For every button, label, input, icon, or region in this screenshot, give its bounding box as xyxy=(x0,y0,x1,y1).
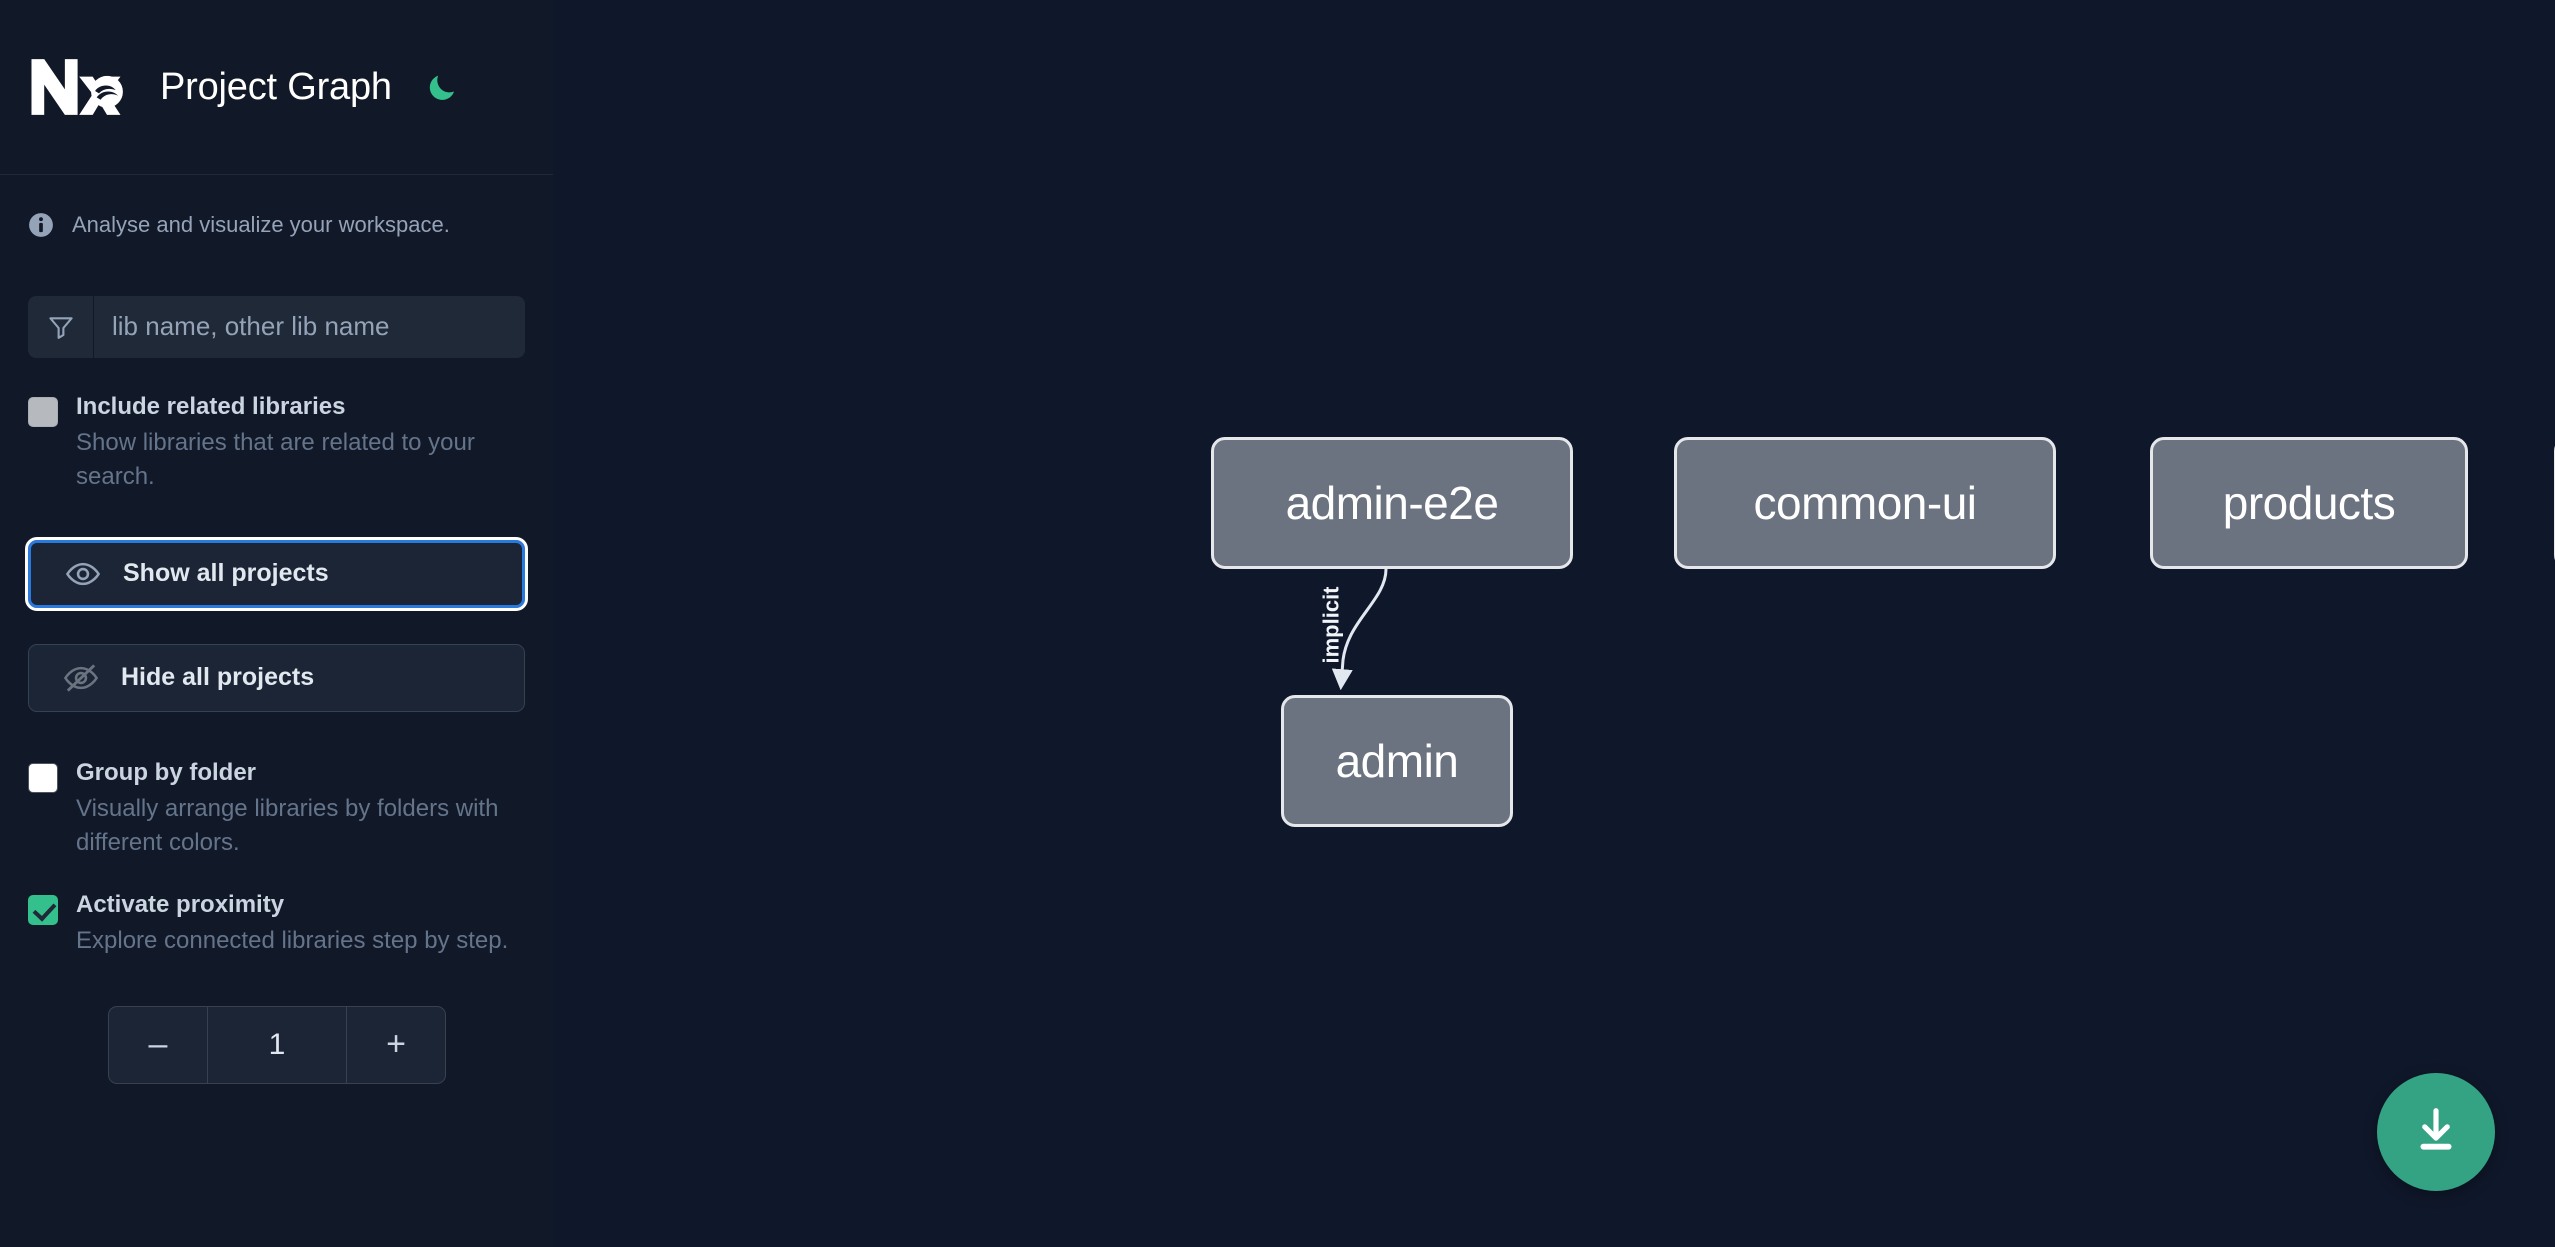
eye-icon xyxy=(65,556,101,592)
search-input[interactable] xyxy=(94,295,525,358)
option-description: Explore connected libraries step by step… xyxy=(76,926,509,954)
proximity-value: 1 xyxy=(207,1006,347,1083)
option-description: Show libraries that are related to your … xyxy=(76,428,475,490)
search-field[interactable] xyxy=(28,295,525,358)
graph-node-admin[interactable]: admin xyxy=(1281,695,1513,827)
show-all-projects-button[interactable]: Show all projects xyxy=(25,536,528,611)
moon-icon[interactable] xyxy=(422,67,462,107)
hide-all-projects-button[interactable]: Hide all projects xyxy=(28,643,525,712)
option-label: Include related libraries xyxy=(76,392,346,420)
hide-all-projects-label: Hide all projects xyxy=(121,663,315,692)
graph-canvas[interactable]: implicit implicit admin-e2e common-ui pr… xyxy=(553,0,2555,1247)
proximity-decrement-button[interactable]: – xyxy=(148,1025,168,1064)
option-activate-proximity[interactable]: Activate proximity Explore connected lib… xyxy=(28,890,525,958)
page-title: Project Graph xyxy=(160,65,392,108)
sidebar: Project Graph Analyse and visualize your… xyxy=(0,0,553,1247)
checkbox-group-by-folder[interactable] xyxy=(28,762,58,793)
checkbox-include-related-libraries[interactable] xyxy=(28,396,58,427)
graph-node-common-ui[interactable]: common-ui xyxy=(1674,437,2056,569)
download-graph-button[interactable] xyxy=(2377,1073,2495,1191)
option-group-by-folder[interactable]: Group by folder Visually arrange librari… xyxy=(28,758,525,860)
option-include-related-libraries[interactable]: Include related libraries Show libraries… xyxy=(28,392,525,494)
workspace-info: Analyse and visualize your workspace. xyxy=(0,175,553,240)
proximity-stepper[interactable]: – 1 + xyxy=(108,1005,446,1084)
info-circle-icon xyxy=(28,212,54,238)
sidebar-header: Project Graph xyxy=(0,0,553,175)
edge-label-implicit: implicit xyxy=(1318,586,1344,664)
option-label: Activate proximity xyxy=(76,890,285,918)
eye-off-icon xyxy=(63,660,99,696)
filter-funnel-icon xyxy=(28,295,94,358)
option-label: Group by folder xyxy=(76,758,256,786)
workspace-info-text: Analyse and visualize your workspace. xyxy=(72,212,450,237)
nx-logo xyxy=(28,56,124,118)
show-all-projects-label: Show all projects xyxy=(123,559,329,588)
download-icon xyxy=(2409,1103,2463,1162)
graph-node-admin-e2e[interactable]: admin-e2e xyxy=(1211,437,1573,569)
graph-edges xyxy=(1331,568,1388,691)
option-description: Visually arrange libraries by folders wi… xyxy=(76,794,499,856)
checkbox-activate-proximity[interactable] xyxy=(28,894,58,925)
proximity-increment-button[interactable]: + xyxy=(386,1025,406,1064)
sidebar-body: Analyse and visualize your workspace. In… xyxy=(0,175,553,1084)
graph-node-products[interactable]: products xyxy=(2150,437,2468,569)
